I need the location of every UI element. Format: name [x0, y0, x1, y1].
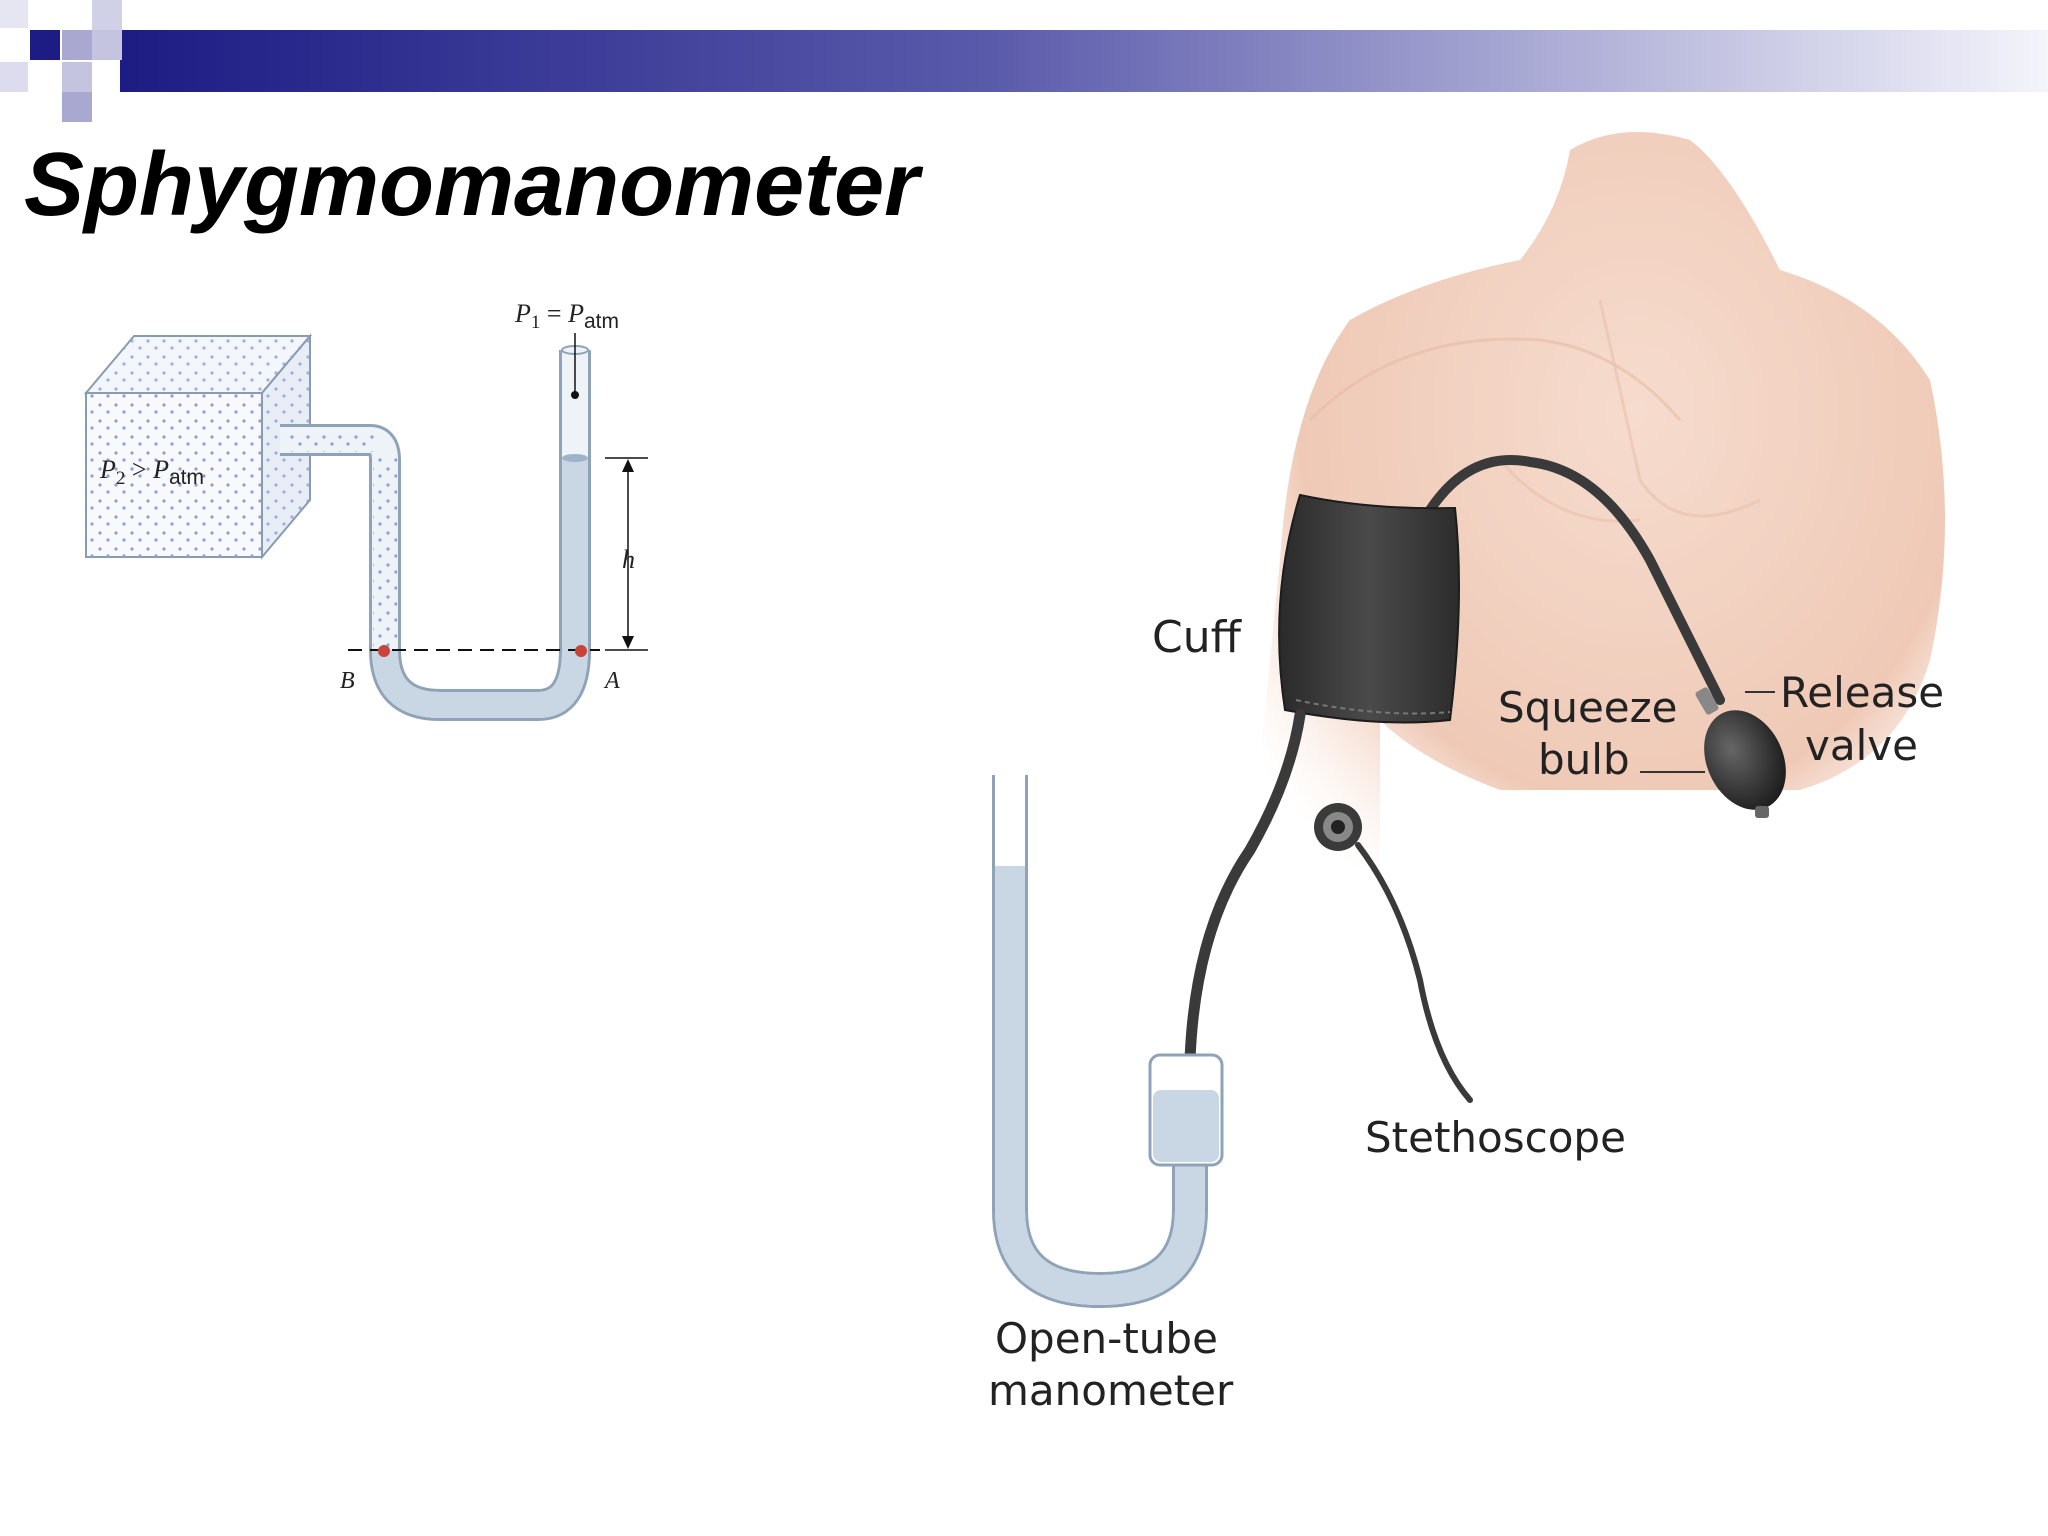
point-a-marker	[575, 645, 587, 657]
h-label: h	[622, 545, 635, 574]
squeeze-label-line1: Squeeze	[1498, 683, 1678, 732]
header-squares	[0, 0, 122, 122]
squeeze-bulb-shape	[1695, 687, 1786, 818]
manometer-diagram: P1 = Patm P2 > Patm h B A	[83, 299, 648, 721]
height-dimension	[605, 457, 648, 651]
open-tube-manometer-shape	[992, 775, 1224, 1309]
bulb-hose	[1425, 455, 1725, 705]
manometer-label-line1: Open-tube	[995, 1314, 1218, 1363]
slide-title: Sphygmomanometer	[24, 135, 920, 235]
stethoscope-shape	[1314, 803, 1473, 1103]
p1-label: P1 = Patm	[514, 299, 619, 333]
point-b-marker	[378, 645, 390, 657]
p1-dot	[571, 391, 579, 399]
manometer-label-line2: manometer	[988, 1366, 1234, 1415]
point-b-label: B	[340, 668, 355, 694]
header-bar	[0, 0, 2048, 122]
header-gradient	[120, 30, 2048, 92]
cuff-shape	[1278, 493, 1460, 724]
manometer-hose	[1184, 709, 1306, 1066]
p2-label: P2 > Patm	[99, 455, 204, 489]
point-a-label: A	[603, 668, 620, 694]
release-label-line2: valve	[1805, 721, 1918, 770]
release-label-line1: Release	[1780, 668, 1944, 717]
gas-container	[83, 333, 313, 560]
stethoscope-label: Stethoscope	[1365, 1113, 1626, 1162]
sphygmomanometer-illustration: Cuff Squeeze bulb Release valve Stethosc…	[988, 132, 1945, 1415]
cuff-label: Cuff	[1152, 612, 1243, 663]
squeeze-label-line2: bulb	[1538, 735, 1630, 784]
u-tube	[280, 345, 591, 721]
